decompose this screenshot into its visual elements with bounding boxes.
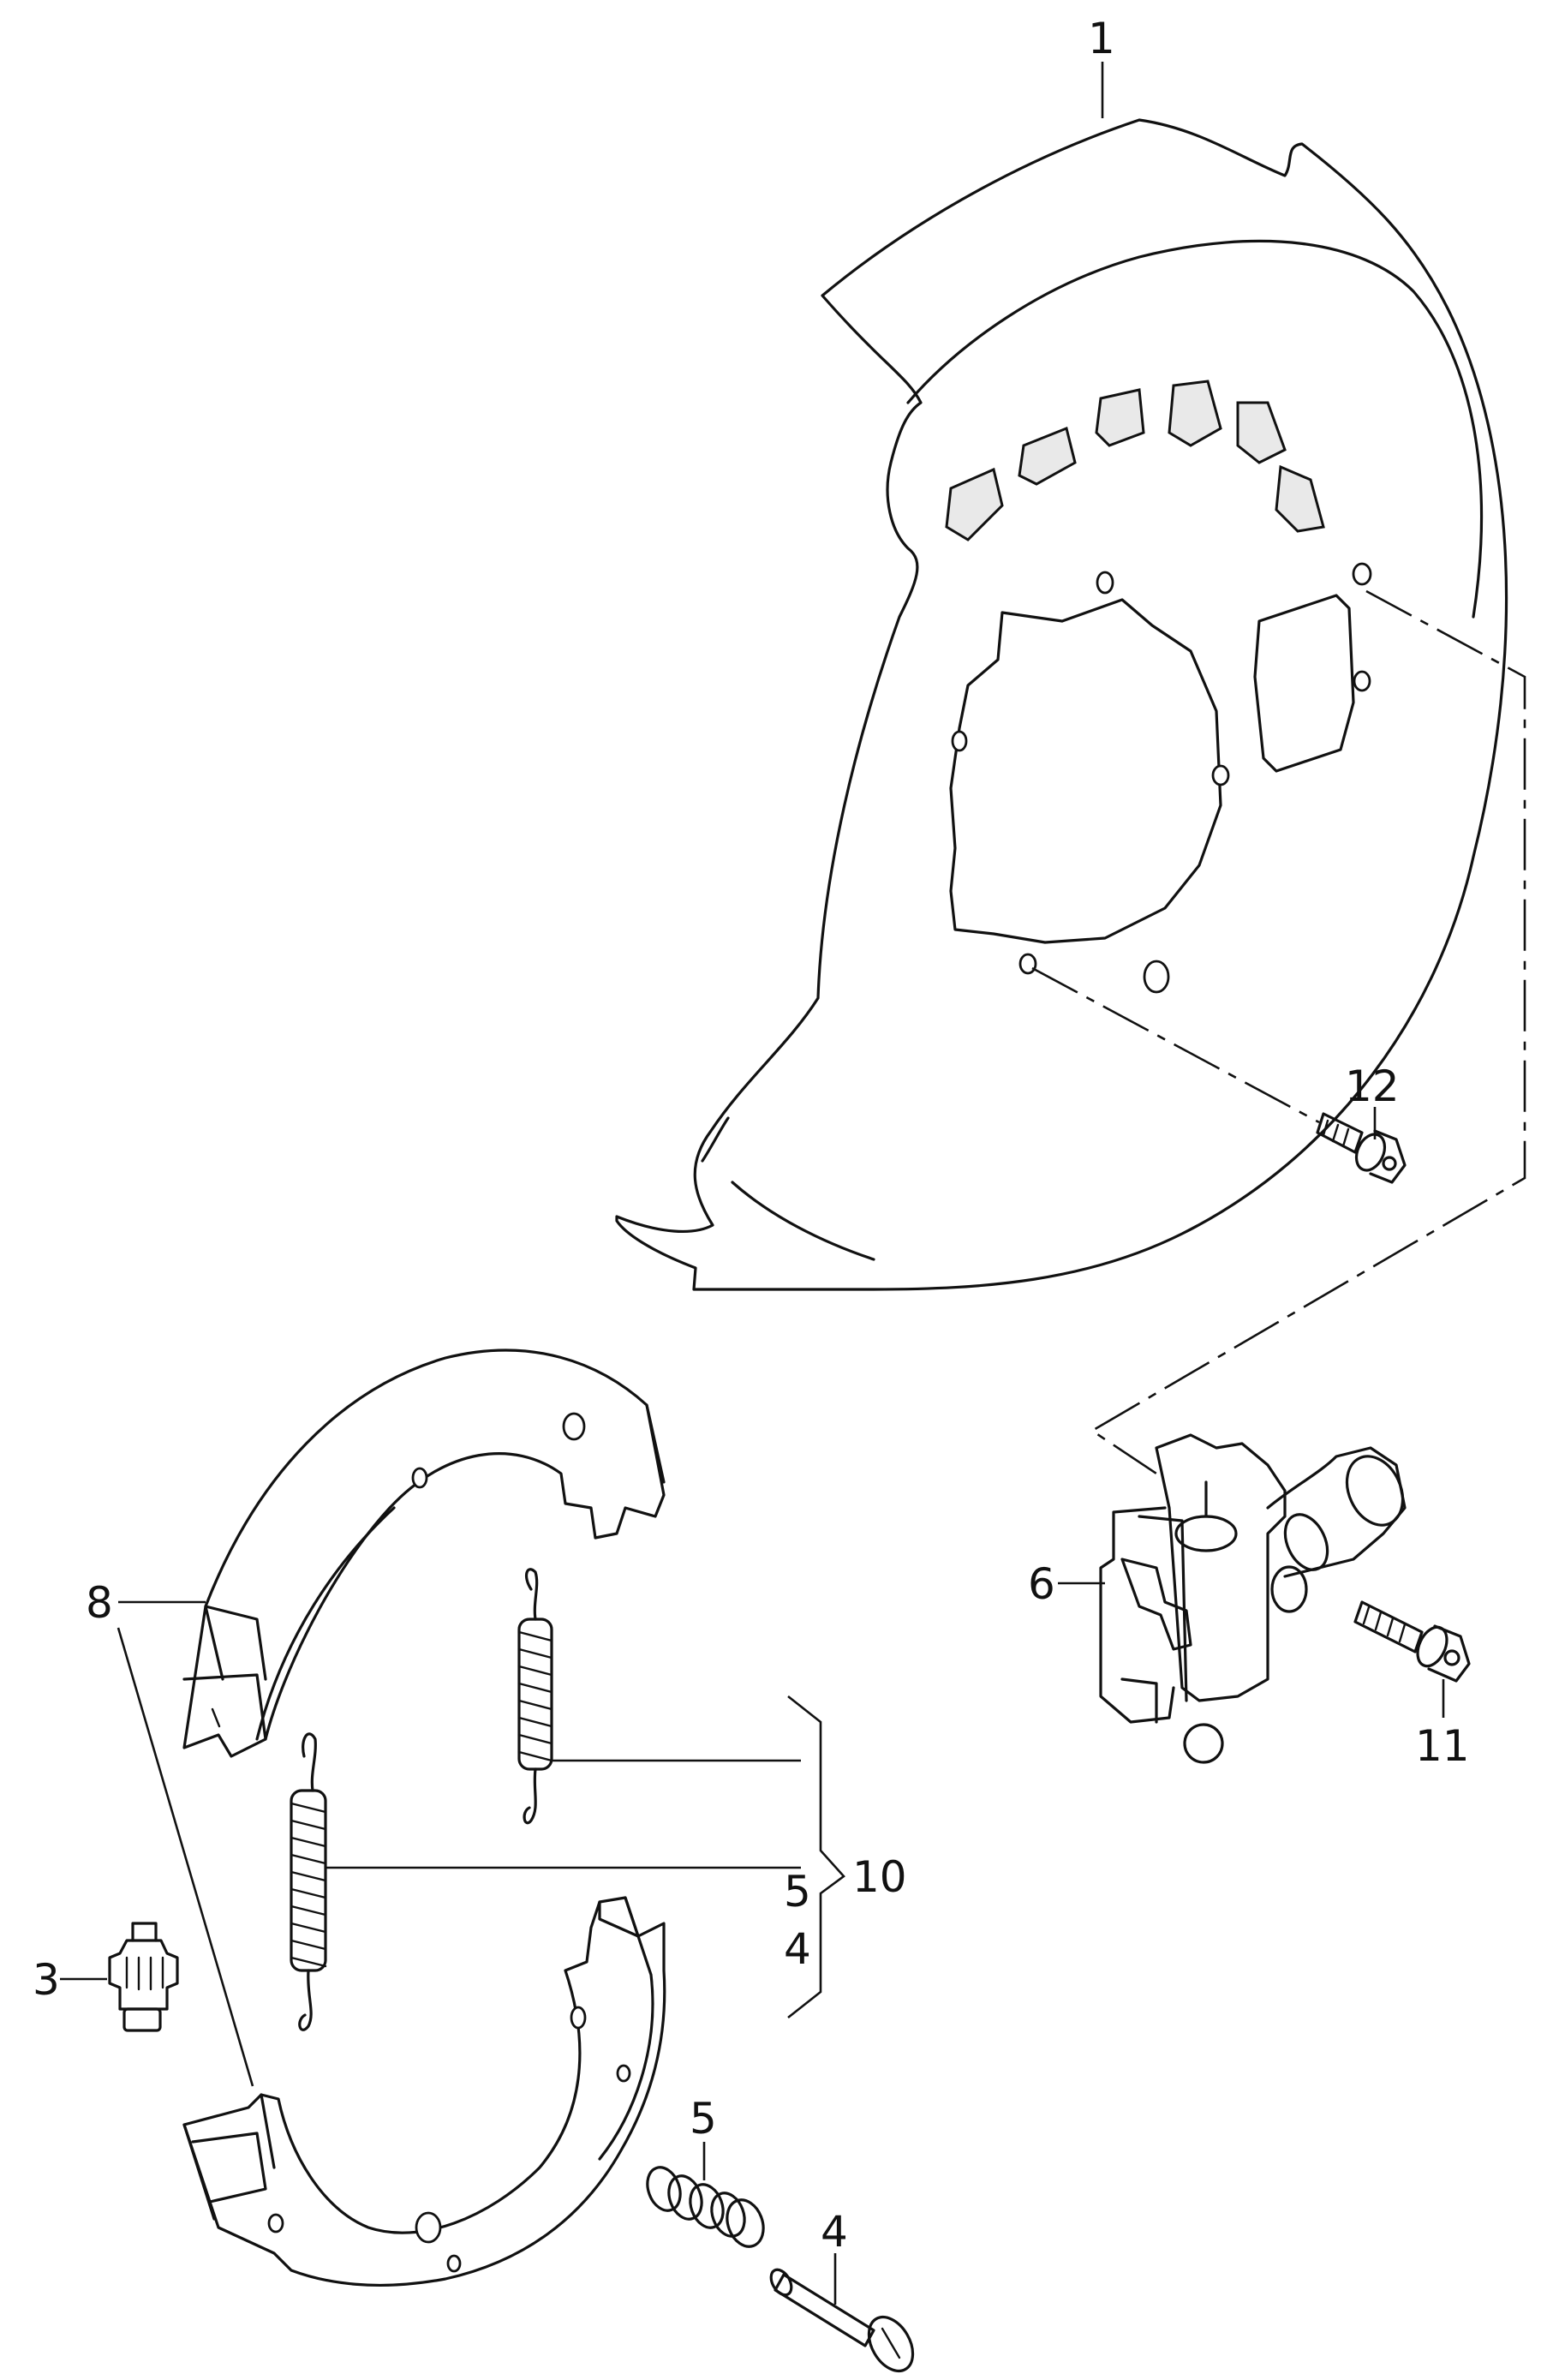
assembly-line-cylinder: [1090, 589, 1526, 1475]
hold-down-spring-icon[interactable]: [642, 2162, 769, 2251]
adjuster-icon[interactable]: [108, 1922, 179, 2032]
callout-6: 6: [1028, 1559, 1055, 1609]
callout-11: 11: [1415, 1721, 1470, 1771]
brake-shoe-upper-icon[interactable]: [182, 1348, 666, 1758]
bolt-icon-11[interactable]: [1353, 1600, 1471, 1683]
callout-4-stack: 4: [784, 1924, 811, 1974]
callout-3: 3: [33, 1955, 60, 2005]
callout-12: 12: [1345, 1061, 1400, 1111]
callout-4-pin: 4: [821, 2207, 848, 2257]
callout-10: 10: [852, 1852, 907, 1902]
hold-down-pin-icon[interactable]: [767, 2266, 922, 2378]
assembly-line-bolt: [1031, 966, 1320, 1124]
callout-1: 1: [1088, 14, 1115, 63]
leader-8-lower: [116, 1627, 254, 2087]
wheel-cylinder-icon[interactable]: [1099, 1433, 1413, 1764]
callout-5-spring: 5: [690, 2094, 717, 2144]
bolt-icon-12[interactable]: [1316, 1112, 1407, 1184]
return-spring-icon-upper[interactable]: [517, 1568, 553, 1825]
callout-8: 8: [86, 1578, 113, 1628]
callout-5-stack: 5: [784, 1867, 811, 1917]
brake-shoe-lower-icon[interactable]: [182, 1896, 666, 2287]
kit-bracket: [787, 1695, 845, 2019]
return-spring-icon-lower[interactable]: [290, 1732, 327, 2031]
backing-plate-icon[interactable]: [615, 118, 1508, 1291]
